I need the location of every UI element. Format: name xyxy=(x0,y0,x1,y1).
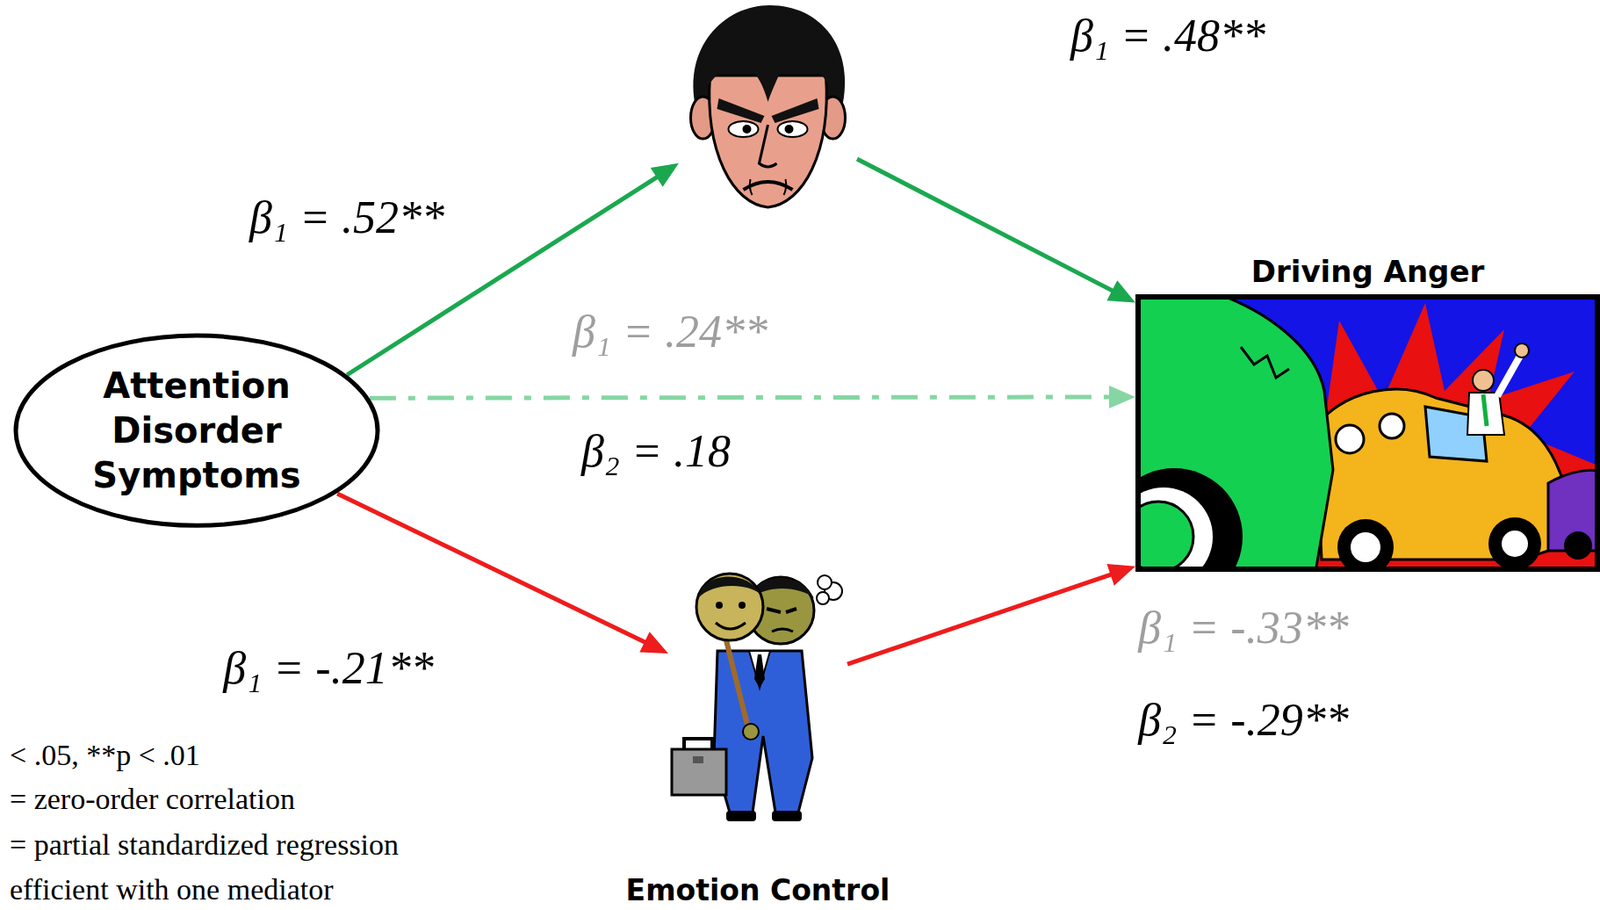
angry-face-illustration xyxy=(678,3,858,211)
connector-line xyxy=(369,396,1111,398)
text-holder: β₁ = .24** xyxy=(569,305,772,359)
arrowhead xyxy=(1106,563,1136,586)
arrow-connector xyxy=(337,493,669,654)
node-heading: Emotion Control xyxy=(626,874,891,907)
text-holder: < .05, **p < .01 xyxy=(7,737,202,772)
connector-line xyxy=(847,574,1112,665)
coefficient-label: β₁ = -.33** xyxy=(1134,601,1352,655)
face-drawing xyxy=(691,5,846,208)
construct-ellipse: Attention Disorder Symptoms xyxy=(13,332,381,528)
angry-face-node xyxy=(678,3,858,211)
arrow-connector xyxy=(847,563,1136,664)
arrow-connector xyxy=(369,385,1136,409)
legend-note: = zero-order correlation xyxy=(7,781,297,816)
road-rage-illustration xyxy=(1135,294,1600,572)
connector-line xyxy=(337,493,647,643)
node-heading: Driving Anger xyxy=(1251,254,1485,289)
road-rage-drawing xyxy=(1135,294,1600,572)
text-holder: β₁ = -.21** xyxy=(219,641,437,695)
coefficient-label: β₁ = -.21** xyxy=(219,641,437,695)
text-holder: Driving Anger xyxy=(1251,254,1485,289)
text-holder: Emotion Control xyxy=(626,874,891,907)
ellipse-shape xyxy=(15,335,378,526)
arrowhead xyxy=(639,631,669,654)
coefficient-label: β₂ = -.29** xyxy=(1136,693,1350,747)
arrowhead xyxy=(1109,385,1136,409)
coefficient-label: β₁ = .52** xyxy=(245,191,448,245)
legend-note: < .05, **p < .01 xyxy=(7,737,202,772)
text-holder: efficient with one mediator xyxy=(7,872,336,907)
masked-man-drawing xyxy=(671,573,843,822)
text-holder: β₁ = .48** xyxy=(1066,9,1269,63)
node-label: Attention Disorder Symptoms xyxy=(82,363,311,498)
text-holder: β₂ = .18 xyxy=(579,425,733,478)
arrowhead xyxy=(1106,280,1136,303)
text-holder: = zero-order correlation xyxy=(7,781,297,816)
legend-note: efficient with one mediator xyxy=(7,872,336,907)
masked-man-illustration xyxy=(668,555,848,827)
connector-line xyxy=(857,158,1114,292)
arrow-connector xyxy=(857,158,1136,303)
text-holder: β₁ = .52** xyxy=(245,191,448,245)
coefficient-label: β₂ = .18 xyxy=(579,425,733,478)
legend-note: = partial standardized regression xyxy=(7,827,401,862)
coefficient-label: β₁ = .48** xyxy=(1066,9,1269,63)
text-holder: = partial standardized regression xyxy=(7,827,401,862)
coefficient-label: β₁ = .24** xyxy=(569,305,772,359)
text-holder: Attention Disorder Symptoms xyxy=(13,332,381,528)
text-holder: β₂ = -.29** xyxy=(1136,693,1350,747)
text-holder: β₁ = -.33** xyxy=(1134,601,1352,655)
arrowhead xyxy=(650,163,679,188)
outcome-picture-node: Driving Anger xyxy=(1135,294,1600,572)
mediator-picture-node: Emotion Control xyxy=(668,555,848,827)
